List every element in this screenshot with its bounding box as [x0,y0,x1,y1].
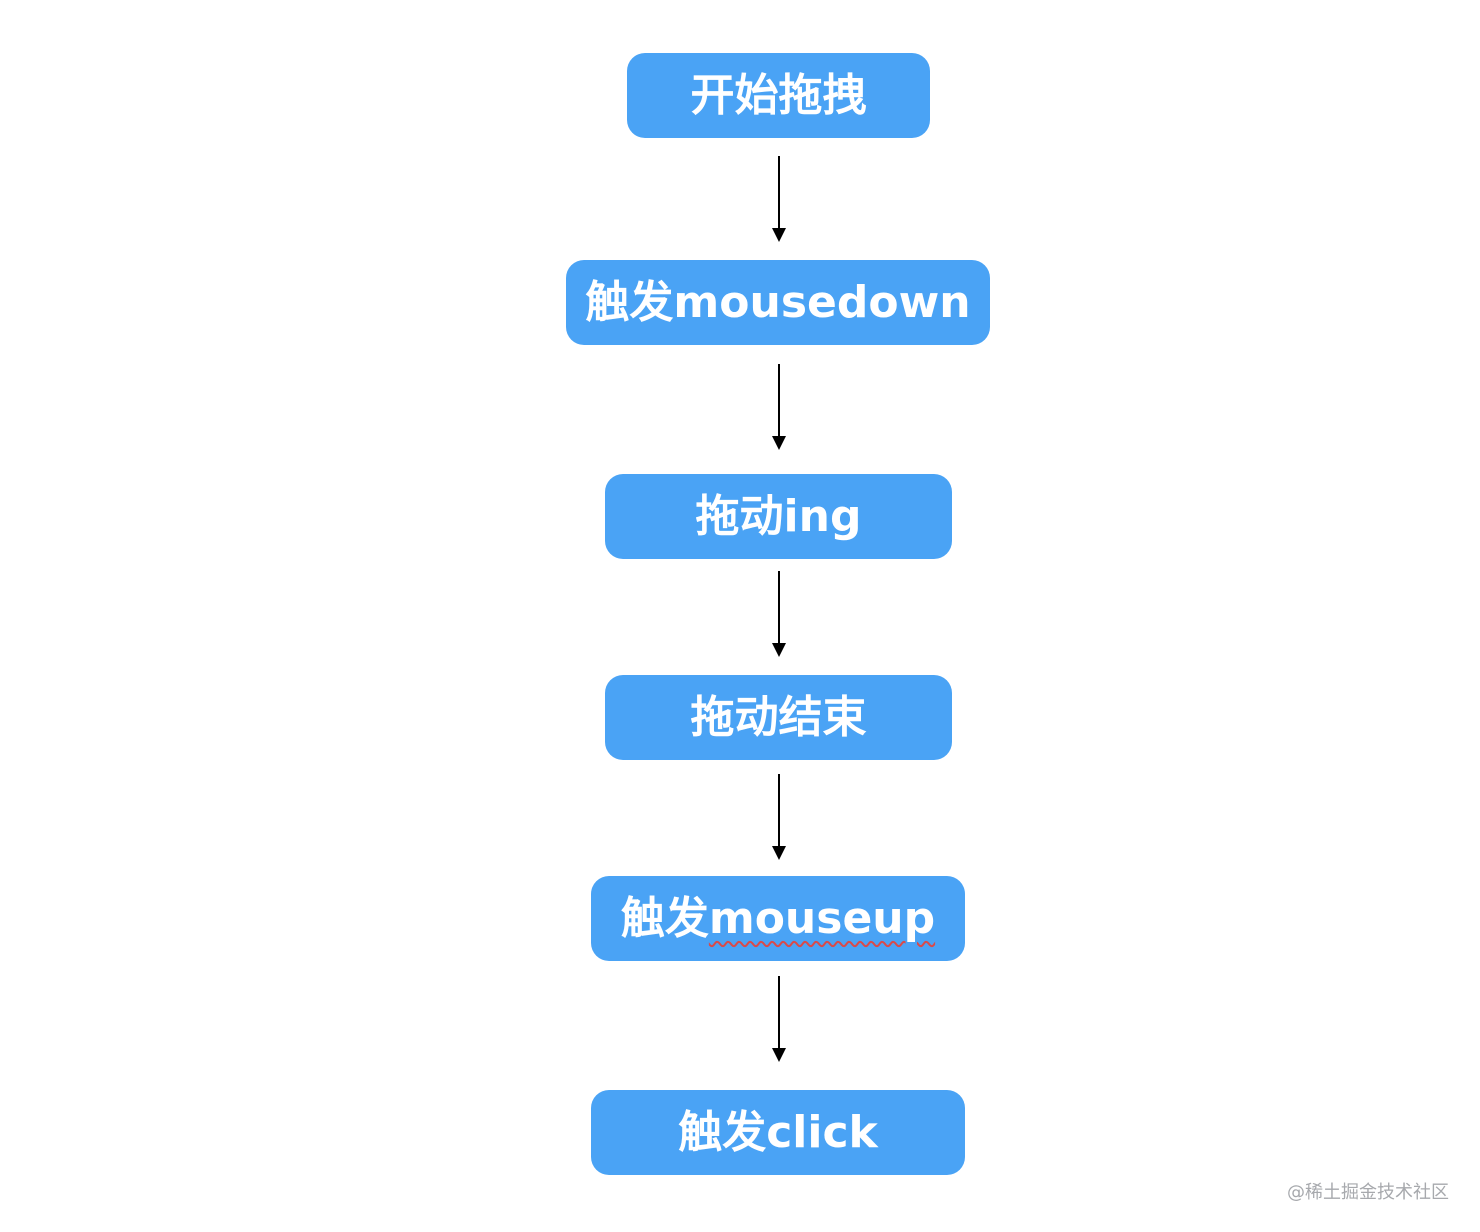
node-label: 开始拖拽 [690,69,867,121]
node-click: 触发click [591,1090,965,1175]
node-mousedown: 触发mousedown [566,260,990,345]
node-label-prefix: 触发 [620,892,709,944]
arrow-drag-end-to-mouseup [769,774,789,860]
watermark: @稀土掘金技术社区 [1287,1182,1449,1203]
node-dragging: 拖动ing [605,474,952,559]
arrow-start-to-mousedown [769,156,789,242]
node-label: 触发mouseup [621,896,935,941]
node-label: 拖动ing [695,490,862,542]
node-mouseup: 触发mouseup [591,876,965,961]
node-label-underlined: mouseup [708,892,936,944]
arrow-mouseup-to-click [769,976,789,1062]
node-drag-end: 拖动结束 [605,675,952,760]
node-start-drag: 开始拖拽 [627,53,930,138]
node-label: 拖动结束 [690,691,867,743]
node-label: 触发click [678,1106,878,1158]
arrow-dragging-to-drag-end [769,571,789,657]
node-label: 触发mousedown [585,276,971,328]
arrow-mousedown-to-dragging [769,364,789,450]
